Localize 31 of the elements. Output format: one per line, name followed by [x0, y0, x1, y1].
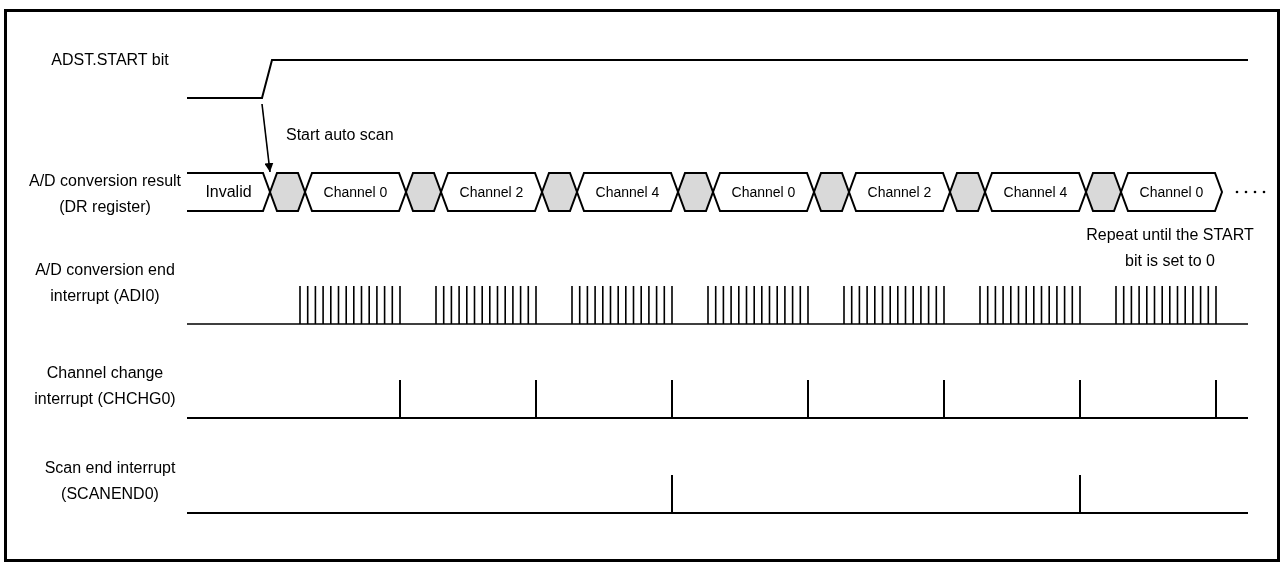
- segment-label: Invalid: [205, 183, 252, 201]
- data-segment: [577, 173, 678, 211]
- data-segment: [187, 173, 270, 211]
- signal-name: A/D conversion result (DR register): [27, 171, 183, 217]
- arrow: [261, 103, 274, 173]
- transition-hexagon: [814, 173, 849, 211]
- data-segment: [441, 173, 542, 211]
- segment-label: Channel 0: [731, 184, 796, 200]
- signal-name: ADST.START bit: [50, 50, 170, 70]
- transition-hexagon: [678, 173, 713, 211]
- signal-name: Scan end interrupt (SCANEND0): [43, 458, 177, 504]
- transition-hexagon: [270, 173, 305, 211]
- data-segment: [985, 173, 1086, 211]
- segment-label: Channel 0: [323, 184, 388, 200]
- signal-name: A/D conversion end interrupt (ADI0): [34, 260, 176, 306]
- segment-label: Channel 0: [1139, 184, 1204, 200]
- data-segment: [305, 173, 406, 211]
- data-segment: [1121, 173, 1222, 211]
- transition-hexagon: [406, 173, 441, 211]
- data-segment: [849, 173, 950, 211]
- segment-label: Channel 4: [1003, 184, 1068, 200]
- signal-name: Channel change interrupt (CHCHG0): [33, 363, 177, 409]
- data-segment: [713, 173, 814, 211]
- segment-label: Channel 2: [459, 184, 524, 200]
- note-text: Repeat until the START bit is set to 0: [1085, 225, 1255, 271]
- edge-label: Start auto scan: [286, 125, 394, 145]
- transition-hexagon: [542, 173, 577, 211]
- segment-label: Channel 4: [595, 184, 660, 200]
- transition-hexagon: [1086, 173, 1121, 211]
- transition-hexagon: [950, 173, 985, 211]
- segment-label: Channel 2: [867, 184, 932, 200]
